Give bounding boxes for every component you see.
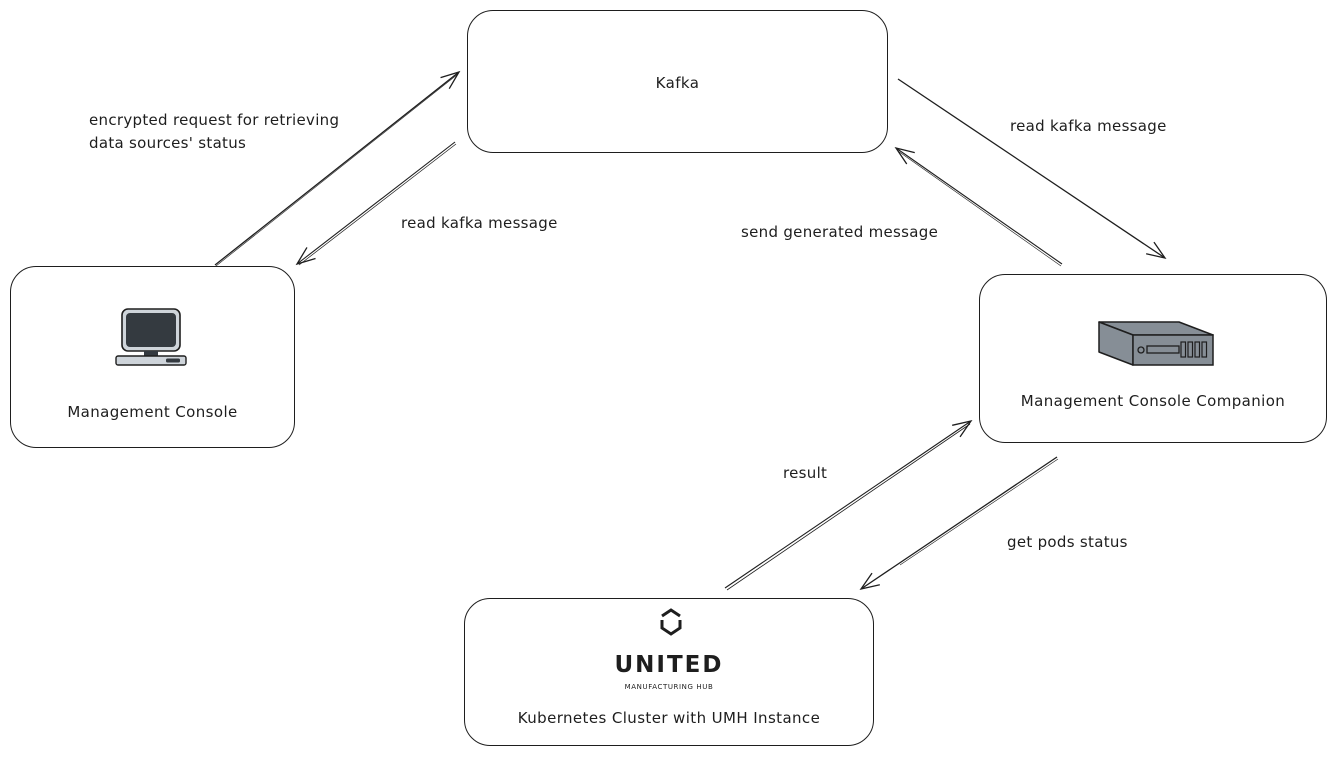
umh-hexagon-logo-icon — [660, 608, 682, 636]
k8s-cluster-label: Kubernetes Cluster with UMH Instance — [517, 709, 821, 727]
management-console-node[interactable]: Management Console — [10, 266, 295, 448]
edge-label-encrypted-request: encrypted request for retrieving data so… — [89, 109, 339, 155]
kafka-label: Kafka — [655, 74, 700, 92]
edge-label-line: data sources' status — [89, 134, 247, 152]
arrow-k8s-to-companion[interactable] — [724, 419, 973, 591]
arrow-companion-to-k8s[interactable] — [859, 456, 1059, 591]
umh-logo-word: UNITED — [614, 652, 724, 678]
server-icon — [1098, 321, 1214, 366]
edge-label-send-generated: send generated message — [741, 223, 939, 241]
companion-label: Management Console Companion — [1020, 392, 1286, 410]
edge-label-read-kafka-right: read kafka message — [1010, 117, 1167, 135]
edge-label-line: encrypted request for retrieving — [89, 111, 340, 129]
arrow-companion-to-kafka[interactable] — [894, 146, 1063, 267]
arrow-console-to-kafka[interactable] — [214, 70, 461, 267]
arrow-kafka-to-companion[interactable] — [897, 78, 1167, 259]
desktop-computer-icon — [115, 308, 187, 366]
arrow-kafka-to-console[interactable] — [295, 141, 457, 266]
edge-label-read-kafka-left: read kafka message — [401, 214, 558, 232]
management-console-label: Management Console — [67, 403, 238, 421]
k8s-cluster-node[interactable]: UNITED MANUFACTURING HUB Kubernetes Clus… — [464, 598, 874, 746]
umh-logo-subtitle: MANUFACTURING HUB — [624, 683, 714, 691]
companion-node[interactable]: Management Console Companion — [979, 274, 1327, 443]
kafka-node[interactable]: Kafka — [467, 10, 888, 153]
edge-label-result: result — [783, 464, 828, 482]
edge-label-get-pods-status: get pods status — [1007, 533, 1128, 551]
